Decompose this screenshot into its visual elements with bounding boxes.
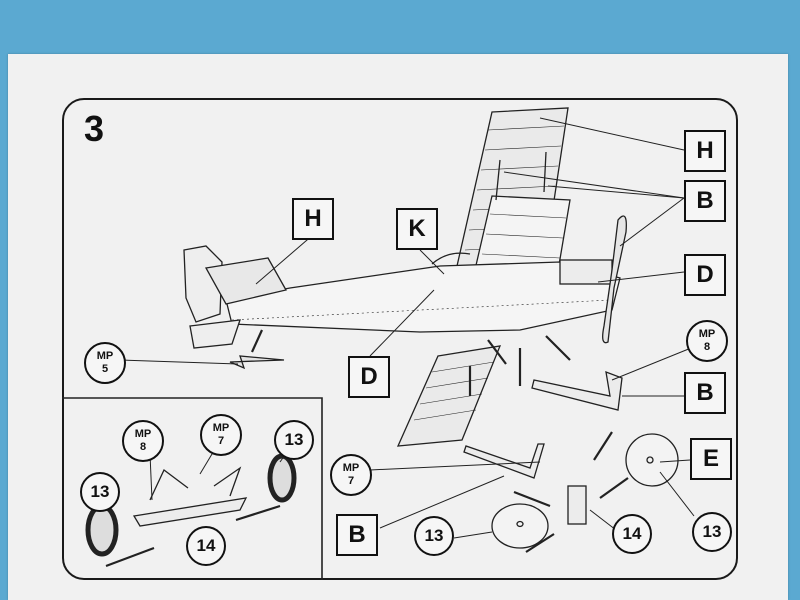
callout-b-mid: B xyxy=(684,372,726,414)
mp-number: 5 xyxy=(101,363,109,375)
callout-h-top: H xyxy=(684,130,726,172)
wheel-tire xyxy=(267,453,297,503)
wheel-tire xyxy=(85,503,119,557)
assembly-arrows xyxy=(105,329,629,568)
part-14-circle: 14 xyxy=(612,514,652,554)
mp-prefix: MP xyxy=(342,462,360,475)
rudder xyxy=(183,245,223,323)
strut-part xyxy=(531,370,623,411)
part-13-circle: 13 xyxy=(414,516,454,556)
callout-b-bottom: B xyxy=(336,514,378,556)
part-13-circle: 13 xyxy=(80,472,120,512)
propeller xyxy=(602,215,627,344)
step-frame xyxy=(62,98,738,580)
leader-lines xyxy=(95,117,697,549)
mp-number: 8 xyxy=(139,441,147,453)
detail-panel-border xyxy=(62,397,323,580)
mp5-part xyxy=(229,355,285,370)
engine xyxy=(559,259,613,285)
fuselage xyxy=(225,261,621,333)
callout-b-top: B xyxy=(684,180,726,222)
mp-number: 7 xyxy=(347,475,355,487)
tailplane xyxy=(204,257,287,305)
strut xyxy=(543,151,547,193)
callout-d-right: D xyxy=(684,254,726,296)
part-14-circle: 14 xyxy=(186,526,226,566)
mp-number: 7 xyxy=(217,435,225,447)
mp-prefix: MP xyxy=(212,422,230,435)
mp-number: 8 xyxy=(703,341,711,353)
gear-axle xyxy=(132,497,248,527)
part-13-circle: 13 xyxy=(692,512,732,552)
wheel-disc xyxy=(625,433,679,487)
axle-strut xyxy=(463,443,545,479)
mp-prefix: MP xyxy=(96,350,114,363)
callout-h-tail: H xyxy=(292,198,334,240)
callout-d-left: D xyxy=(348,356,390,398)
mp-prefix: MP xyxy=(698,328,716,341)
part-13-circle: 13 xyxy=(274,420,314,460)
callout-k: K xyxy=(396,208,438,250)
strut xyxy=(495,159,501,201)
part-14 xyxy=(567,485,587,525)
callout-e: E xyxy=(690,438,732,480)
lower-wing-ribs xyxy=(413,361,495,421)
lower-wing xyxy=(396,345,502,447)
mp-prefix: MP xyxy=(134,428,152,441)
step-number: 3 xyxy=(84,108,105,149)
